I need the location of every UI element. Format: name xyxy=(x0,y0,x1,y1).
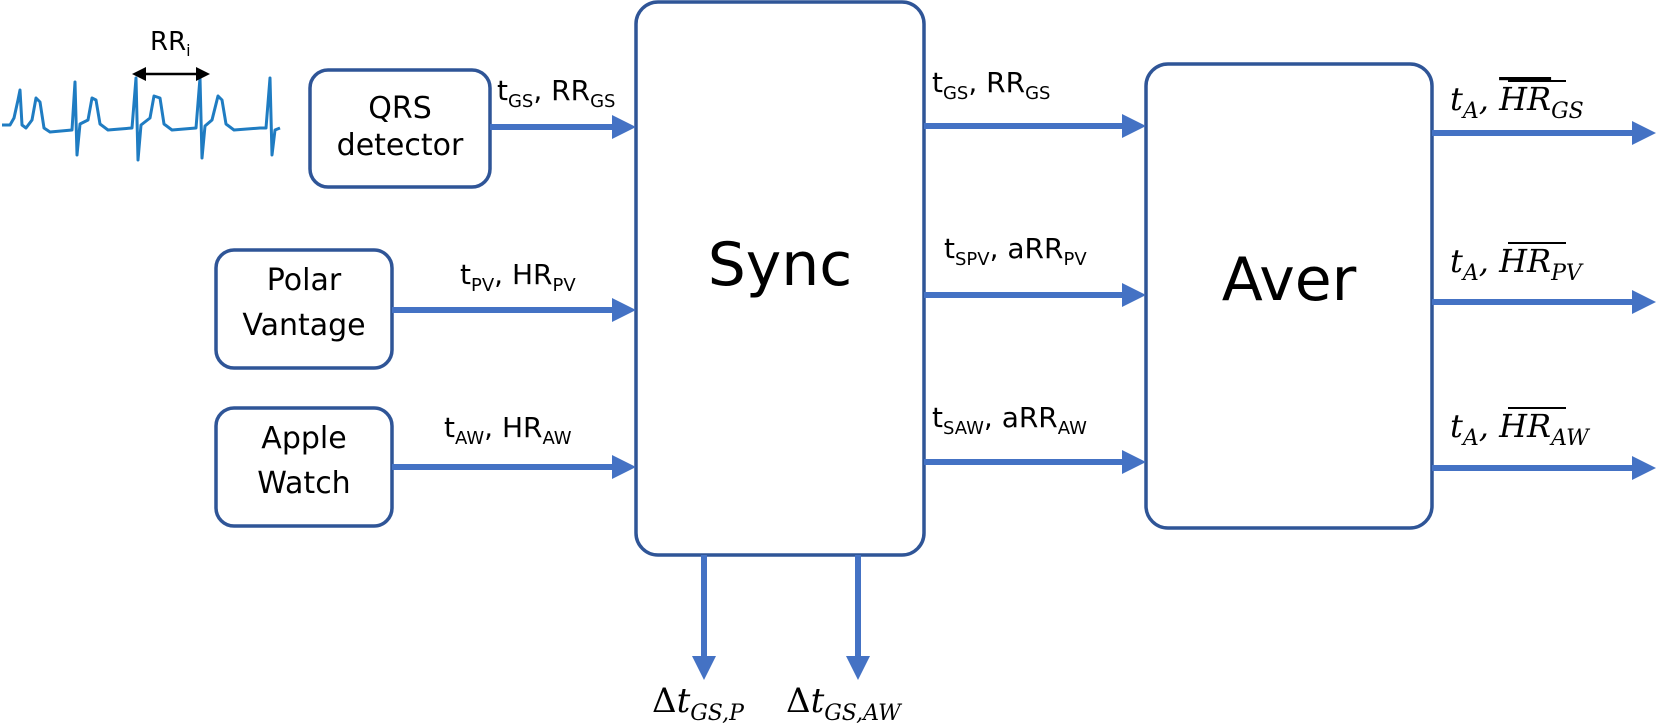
qrs-detector-box: QRS detector xyxy=(308,68,492,189)
sync-title: Sync xyxy=(708,230,853,300)
output-arrows xyxy=(1432,121,1656,480)
apple-line2: Watch xyxy=(257,466,350,501)
label-out-pv: tA, HRPV xyxy=(1450,242,1584,286)
label-mid-gs: tGS, RRGS xyxy=(932,66,1050,104)
label-out-gs: tA, HRGS xyxy=(1450,80,1584,124)
polar-vantage-box: Polar Vantage xyxy=(214,248,394,370)
label-delta-aw: ΔtGS,AW xyxy=(786,681,903,726)
label-out-aw: tA, HRAW xyxy=(1450,407,1591,451)
aver-title: Aver xyxy=(1222,245,1357,315)
label-in-gs: tGS, RRGS xyxy=(497,74,615,112)
label-in-aw: tAW, HRAW xyxy=(444,411,572,449)
label-mid-aw: tSAW, aRRAW xyxy=(932,401,1087,439)
rr-interval-label: RRi xyxy=(150,27,191,60)
label-mid-pv: tSPV, aRRPV xyxy=(944,232,1087,270)
polar-line2: Vantage xyxy=(242,308,365,343)
qrs-detector-line2: detector xyxy=(337,128,464,163)
ecg-trace: RRi xyxy=(2,27,281,162)
polar-line1: Polar xyxy=(267,263,342,298)
aver-block: Aver xyxy=(1144,62,1434,530)
label-in-pv: tPV, HRPV xyxy=(460,258,576,296)
label-delta-p: ΔtGS,P xyxy=(652,681,745,726)
apple-watch-box: Apple Watch xyxy=(214,406,394,528)
middle-arrows xyxy=(924,114,1146,474)
qrs-detector-line1: QRS xyxy=(368,91,432,126)
apple-line1: Apple xyxy=(261,421,346,456)
sync-block: Sync xyxy=(634,0,926,557)
delay-arrows xyxy=(692,555,870,680)
input-arrows xyxy=(392,115,636,479)
